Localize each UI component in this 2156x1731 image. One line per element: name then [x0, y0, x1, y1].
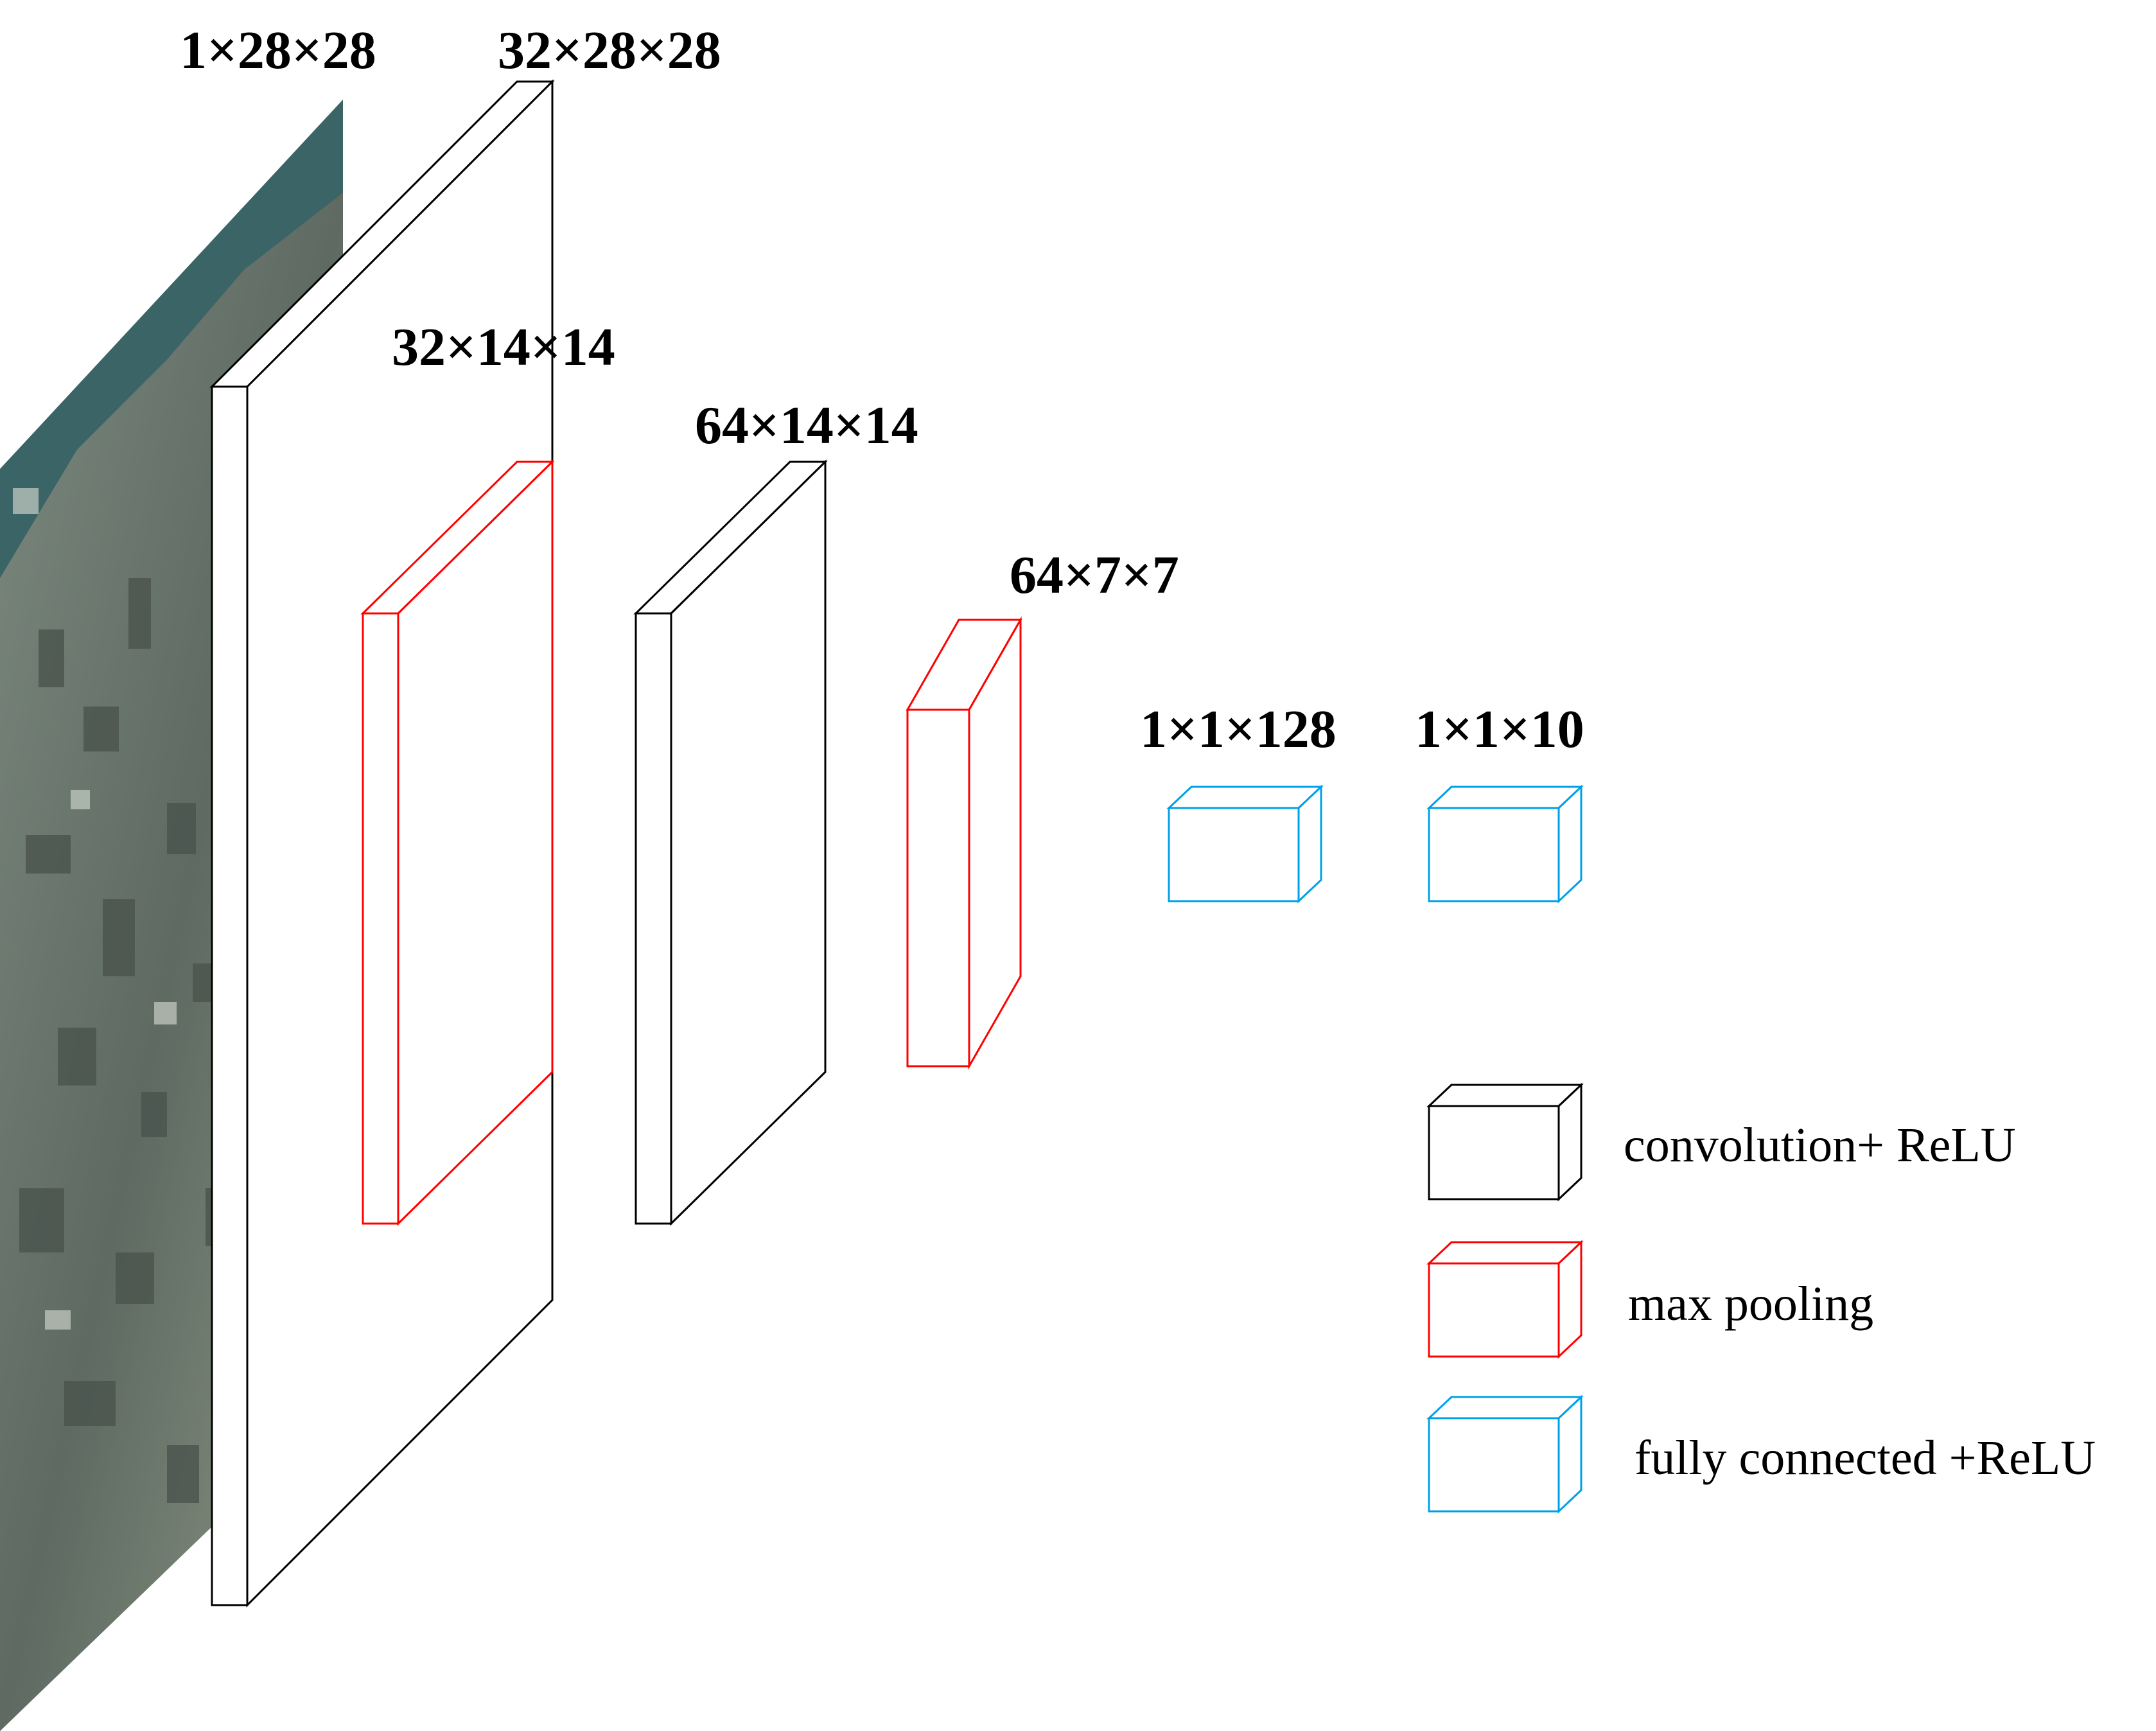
legend-label-fully-connected: fully connected +ReLU: [1635, 1431, 2096, 1485]
layer-label-conv1: 32×28×28: [498, 21, 721, 80]
layer-label-fc2: 1×1×10: [1415, 699, 1584, 759]
legend-swatch-fully-connected: [1426, 1394, 1584, 1514]
legend-swatch-convolution: [1426, 1082, 1584, 1202]
layer-label-conv2: 64×14×14: [695, 396, 918, 455]
legend-swatch-max-pooling: [1426, 1240, 1584, 1359]
fc-layer-1x1x128: [1166, 784, 1324, 904]
fc-layer-1x1x10: [1426, 784, 1584, 904]
pool-layer-64x7x7: [906, 616, 1022, 1070]
legend-label-max-pooling: max pooling: [1628, 1277, 1873, 1331]
pool-layer-32x14x14: [360, 459, 555, 1226]
legend-label-convolution: convolution+ ReLU: [1624, 1118, 2016, 1172]
layer-label-input: 1×28×28: [180, 21, 376, 80]
layer-label-pool1: 32×14×14: [392, 317, 615, 377]
conv-layer-64x14x14: [633, 459, 828, 1226]
layer-label-pool2: 64×7×7: [1010, 545, 1179, 605]
layer-label-fc1: 1×1×128: [1140, 699, 1337, 759]
